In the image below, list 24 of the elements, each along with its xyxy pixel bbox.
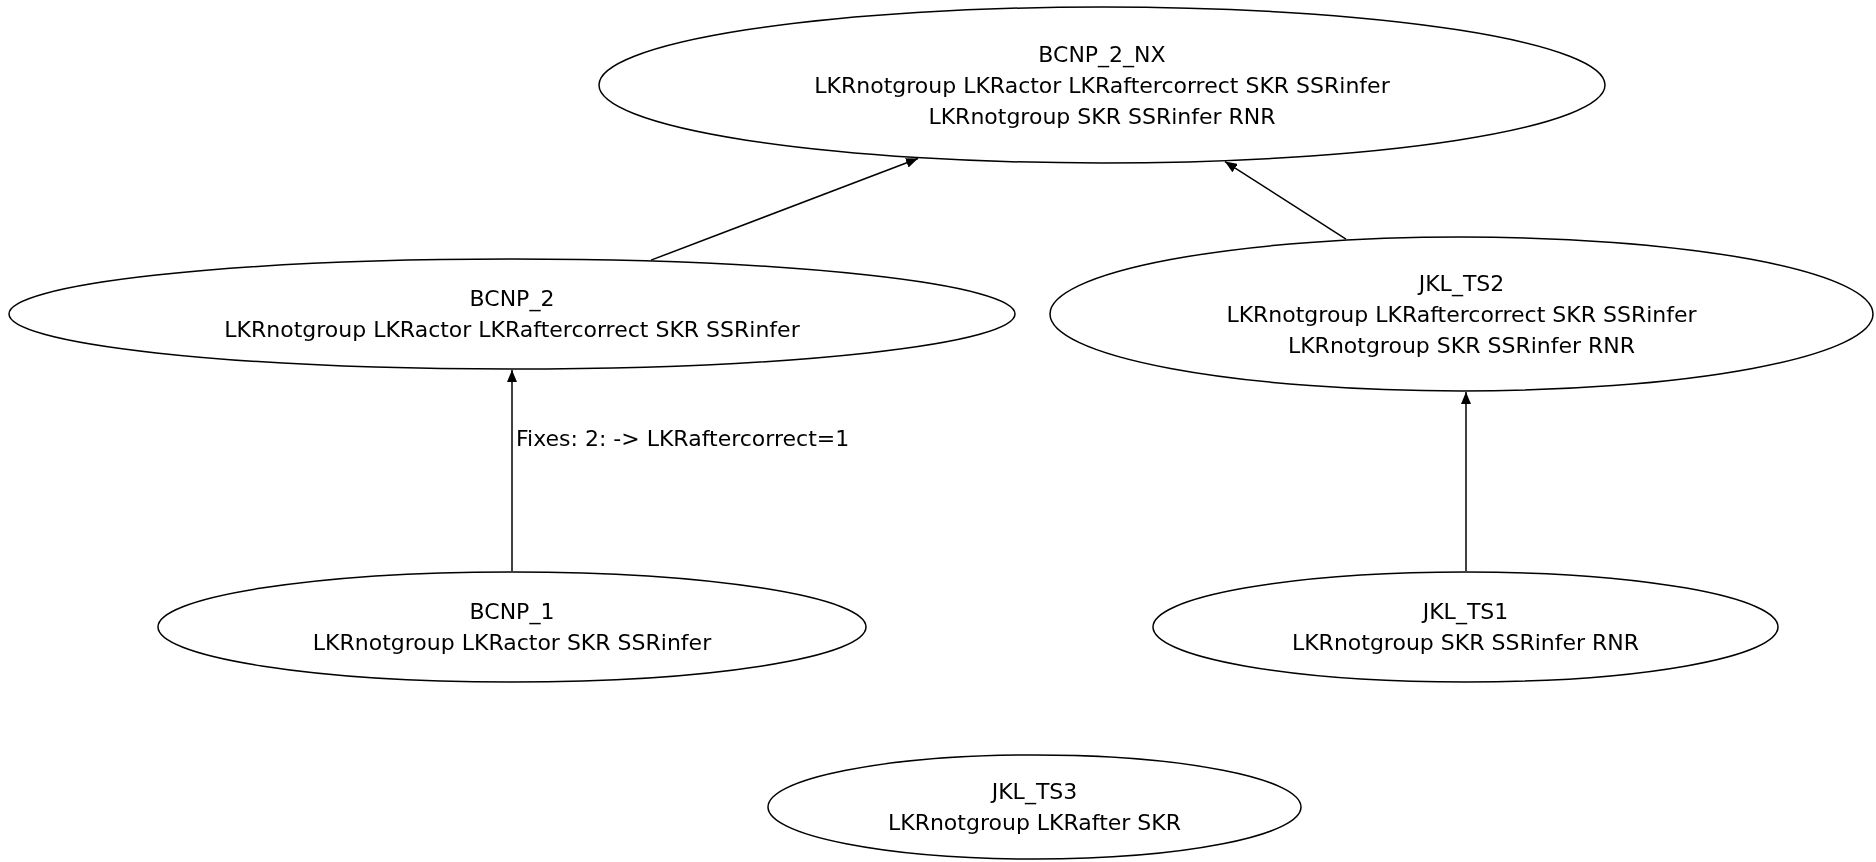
arrow — [507, 369, 517, 572]
ellipse-node — [157, 571, 867, 683]
node-text: LKRnotgroup LKRactor LKRaftercorrect SKR SSRinfer — [224, 316, 800, 344]
node-text: LKRnotgroup LKRactor LKRaftercorrect SKR SSRinfer — [814, 71, 1390, 100]
arrow — [1461, 391, 1471, 572]
node-text: BCNP_2 — [469, 285, 555, 314]
ellipse-node — [598, 6, 1606, 164]
node-text: BCNP_1 — [469, 598, 555, 627]
arrow — [1224, 160, 1347, 240]
node-text: LKRnotgroup SKR SSRinfer RNR — [928, 102, 1276, 131]
ellipse-node — [8, 258, 1016, 370]
ellipse-node — [1049, 236, 1874, 392]
node-text: JKL_TS1 — [1422, 598, 1509, 627]
node-text: JKL_TS2 — [1418, 269, 1505, 299]
ellipse-node — [767, 754, 1302, 860]
node-text: BCNP_2_NX — [1038, 40, 1166, 70]
node-text: LKRnotgroup SKR SSRinfer RNR — [1287, 331, 1636, 360]
ellipse-node — [1152, 571, 1779, 683]
node-text: JKL_TS3 — [991, 778, 1078, 807]
node-text: LKRnotgroup LKRactor SKR SSRinfer — [312, 629, 712, 657]
arrow — [650, 157, 919, 261]
node-text: LKRnotgroup LKRaftercorrect SKR SSRinfer — [1226, 300, 1697, 329]
node-text: LKRnotgroup LKRafter SKR — [887, 809, 1182, 837]
node-text: LKRnotgroup SKR SSRinfer RNR — [1291, 629, 1640, 657]
